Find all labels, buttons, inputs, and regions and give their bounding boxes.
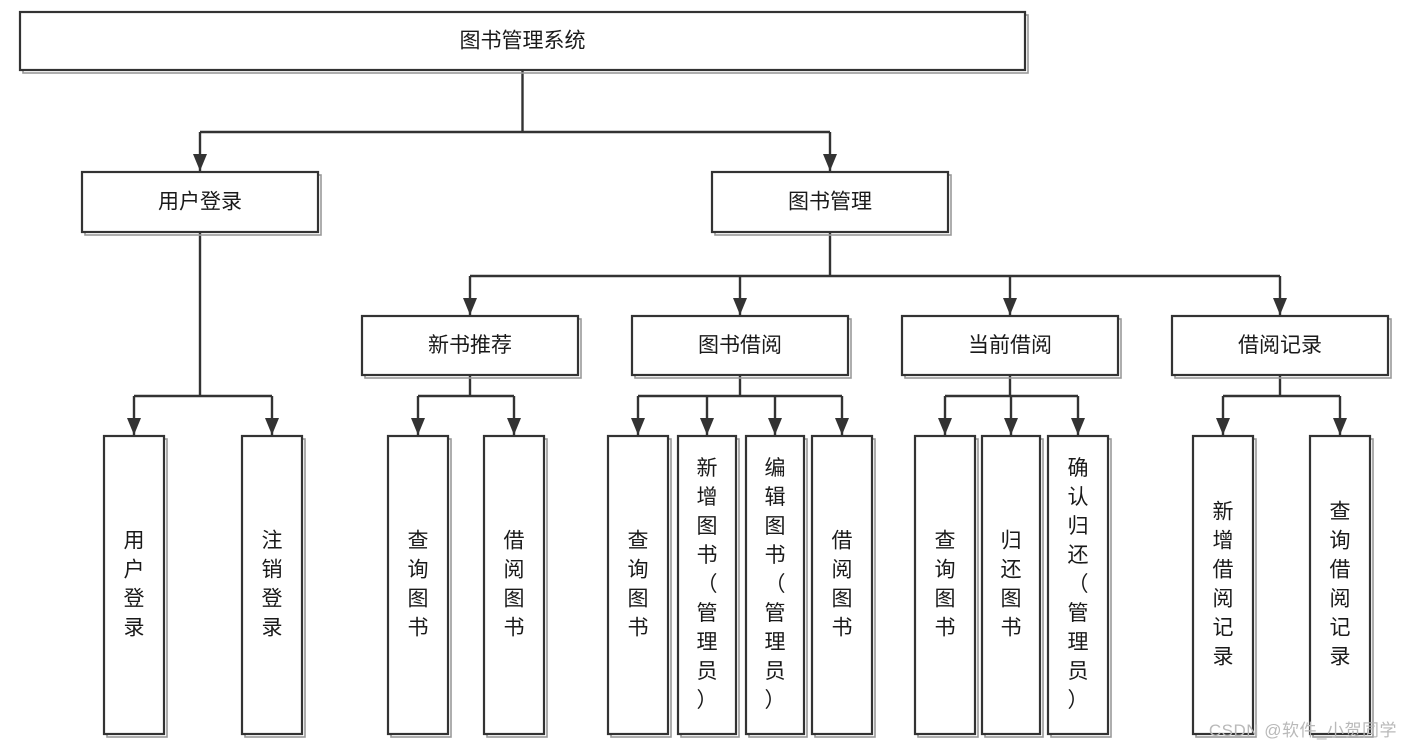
node-leaf-borrow-book-rec[interactable]: 借阅图书 [482,434,548,738]
node-leaf-query-book-cur[interactable]: 查询图书 [913,434,979,738]
node-label: 查询图书 [628,530,649,640]
nodes-layer: 图书管理系统用户登录图书管理新书推荐图书借阅当前借阅借阅记录用户登录注销登录查询… [18,10,1392,738]
node-new-book-recommend[interactable]: 新书推荐 [360,314,582,379]
node-current-borrow[interactable]: 当前借阅 [900,314,1122,379]
node-label: 图书管理系统 [460,30,586,53]
node-leaf-return-book[interactable]: 归还图书 [980,434,1044,738]
arrow-head [938,418,952,435]
arrow-head [835,418,849,435]
arrow-head [463,298,477,315]
arrow-head [700,418,714,435]
arrow-head [193,154,207,171]
node-box[interactable] [606,434,670,736]
node-leaf-add-borrow-record[interactable]: 新增借阅记录 [1191,434,1257,738]
node-box[interactable] [1308,434,1372,736]
node-label: 确认归还（管理员） [1068,457,1089,712]
node-label: 新书推荐 [428,334,512,357]
arrow-head [1004,418,1018,435]
node-label: 用户登录 [124,530,145,640]
node-label: 用户登录 [158,191,242,214]
node-leaf-edit-book-admin[interactable]: 编辑图书（管理员） [744,434,808,738]
node-borrow-record[interactable]: 借阅记录 [1170,314,1392,379]
node-box[interactable] [102,434,166,736]
node-label: 当前借阅 [968,334,1052,357]
arrow-head [768,418,782,435]
arrow-head [507,418,521,435]
node-box[interactable] [1170,314,1390,377]
arrow-head [127,418,141,435]
arrow-head [631,418,645,435]
node-leaf-confirm-return-admin[interactable]: 确认归还（管理员） [1046,434,1112,738]
node-label: 查询借阅记录 [1330,501,1351,669]
node-leaf-logout-login[interactable]: 注销登录 [240,434,306,738]
node-leaf-query-borrow-record[interactable]: 查询借阅记录 [1308,434,1374,738]
node-box[interactable] [676,434,738,736]
node-label: 编辑图书（管理员） [765,457,786,712]
arrow-head [823,154,837,171]
node-label: 新增图书（管理员） [697,457,718,712]
arrow-head [265,418,279,435]
node-box[interactable] [980,434,1042,736]
node-box[interactable] [360,314,580,377]
node-box[interactable] [900,314,1120,377]
node-label: 新增借阅记录 [1213,501,1234,669]
arrow-head [1071,418,1085,435]
csdn-watermark: CSDN @软件_小贺同学 [1208,721,1397,740]
node-book-borrow[interactable]: 图书借阅 [630,314,852,379]
node-label: 借阅记录 [1238,334,1322,357]
node-label: 图书管理 [788,191,872,214]
node-root[interactable]: 图书管理系统 [18,10,1029,74]
node-box[interactable] [386,434,450,736]
node-book-manage[interactable]: 图书管理 [710,170,952,236]
node-leaf-add-book-admin[interactable]: 新增图书（管理员） [676,434,740,738]
node-box[interactable] [710,170,950,234]
arrow-head [1003,298,1017,315]
node-leaf-user-login[interactable]: 用户登录 [102,434,168,738]
node-label: 查询图书 [935,530,956,640]
node-box[interactable] [913,434,977,736]
arrow-head [411,418,425,435]
node-label: 归还图书 [1001,530,1022,640]
node-box[interactable] [240,434,304,736]
node-user-login[interactable]: 用户登录 [80,170,322,236]
arrow-head [1216,418,1230,435]
node-label: 借阅图书 [504,530,525,640]
node-label: 注销登录 [262,530,283,640]
node-box[interactable] [80,170,320,234]
node-leaf-query-book-borrow[interactable]: 查询图书 [606,434,672,738]
arrow-head [1333,418,1347,435]
edges-layer [127,70,1347,435]
node-box[interactable] [810,434,874,736]
arrow-head [1273,298,1287,315]
node-box[interactable] [744,434,806,736]
node-box[interactable] [18,10,1027,72]
node-box[interactable] [482,434,546,736]
node-leaf-query-book-rec[interactable]: 查询图书 [386,434,452,738]
node-box[interactable] [1046,434,1110,736]
node-label: 图书借阅 [698,334,782,357]
node-box[interactable] [1191,434,1255,736]
node-leaf-borrow-book[interactable]: 借阅图书 [810,434,876,738]
node-label: 借阅图书 [832,530,853,640]
arrow-head [733,298,747,315]
node-box[interactable] [630,314,850,377]
node-label: 查询图书 [408,530,429,640]
